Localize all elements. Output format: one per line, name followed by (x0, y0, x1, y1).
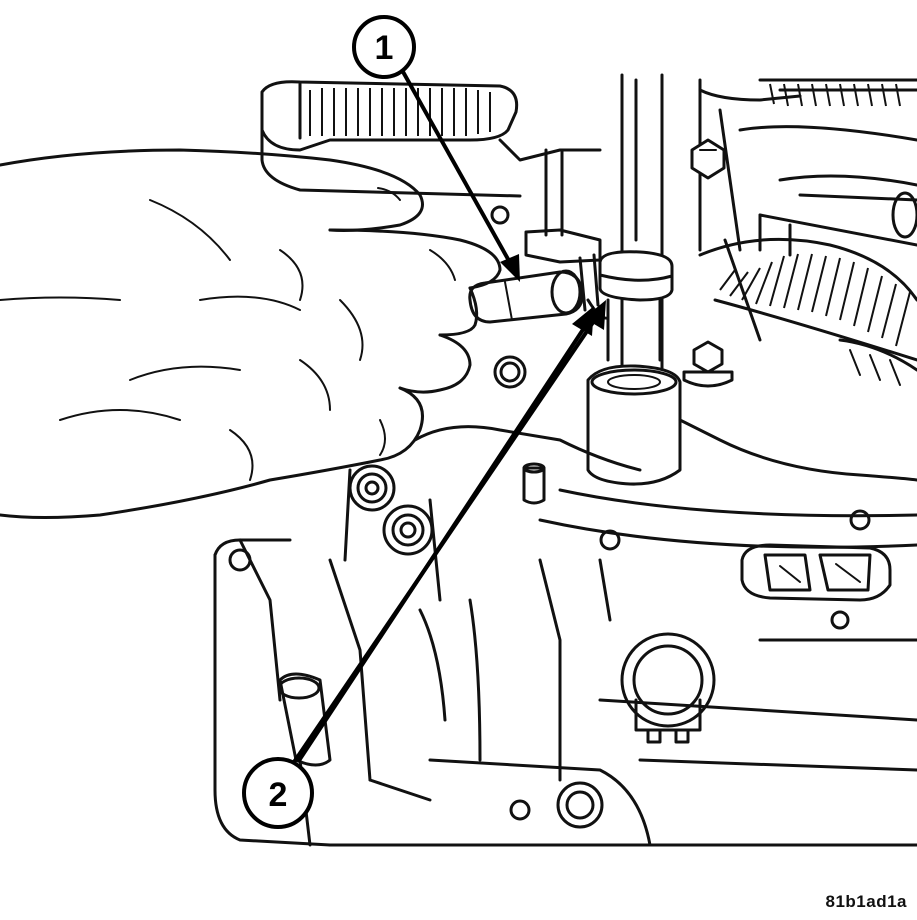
bolt-upper (690, 138, 726, 180)
bolt-lower (682, 340, 734, 388)
callout-1-label: 1 (375, 29, 394, 67)
detent-post (522, 462, 546, 505)
shift-rail (620, 73, 802, 382)
top-gear-teeth (769, 83, 901, 107)
callout-1-circle (352, 15, 416, 79)
oil-passage (740, 543, 892, 602)
callout-2-label: 2 (269, 776, 288, 814)
callout-2-arrowhead-rail (584, 300, 606, 330)
callout-2: 2 (242, 300, 606, 829)
transmission-case (213, 355, 917, 847)
gear-assembly (698, 78, 917, 386)
callout-2-leader-pin (296, 320, 590, 764)
sensor-port (620, 632, 716, 744)
cover-hatching (309, 88, 491, 136)
figure-id: 81b1ad1a (825, 892, 907, 911)
callout-1-leader (400, 69, 515, 269)
roll-pin (468, 269, 584, 324)
pin-bracket (524, 228, 602, 312)
technician-hand (0, 148, 502, 519)
callout-1: 1 (352, 15, 520, 282)
callout-2-circle (242, 757, 314, 829)
ring-gear-teeth (719, 253, 911, 347)
shift-rail-collar (586, 250, 674, 362)
callout-2-arrowhead-pin (572, 306, 594, 336)
bore-cluster (343, 464, 442, 602)
callout-1-arrowhead (500, 254, 520, 282)
rail-boss (586, 364, 682, 486)
